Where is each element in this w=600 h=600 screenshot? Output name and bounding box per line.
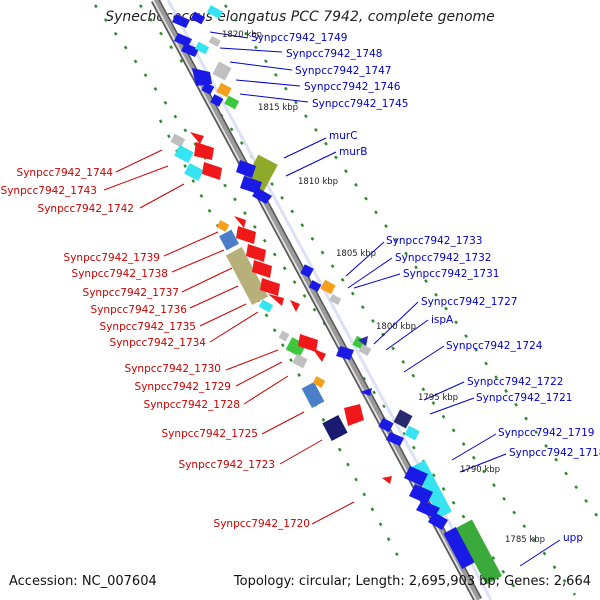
- gene-label: upp: [563, 532, 583, 544]
- gene-label: Synpcc7942_1720: [214, 518, 310, 530]
- gene-label: Synpcc7942_1724: [446, 340, 543, 352]
- gene-label: Synpcc7942_1746: [304, 81, 401, 93]
- gene-label: Synpcc7942_1735: [100, 321, 196, 333]
- gene-label: Synpcc7942_1738: [72, 268, 168, 280]
- gene-label: Synpcc7942_1721: [476, 392, 572, 404]
- gene-label: Synpcc7942_1742: [38, 203, 134, 215]
- gene-label: Synpcc7942_1749: [251, 32, 347, 44]
- gene-label: Synpcc7942_1734: [110, 337, 207, 349]
- gene-label: Synpcc7942_1718: [509, 447, 600, 459]
- guide-lines: [93, 4, 600, 596]
- gene-label: Synpcc7942_1744: [17, 167, 114, 179]
- gene-label: Synpcc7942_1719: [498, 427, 594, 439]
- gene-label: Synpcc7942_1728: [144, 399, 240, 411]
- gene-label: Synpcc7942_1722: [467, 376, 563, 388]
- genome-summary-text: Topology: circular; Length: 2,695,903 bp…: [233, 574, 591, 589]
- scale-label: 1820 kbp: [222, 30, 262, 40]
- scale-label: 1805 kbp: [336, 249, 376, 259]
- gene-label: Synpcc7942_1732: [395, 252, 491, 264]
- forward-strand-genes: [172, 5, 502, 585]
- gene-label: Synpcc7942_1730: [125, 363, 221, 375]
- scale-label: 1790 kbp: [460, 465, 500, 475]
- leader-lines-right: [209, 31, 561, 567]
- gene-label: Synpcc7942_1739: [64, 252, 160, 264]
- gene-label: Synpcc7942_1729: [135, 381, 231, 393]
- gene-label: Synpcc7942_1737: [83, 287, 179, 299]
- gene-label: Synpcc7942_1731: [403, 268, 499, 280]
- gene-label: murB: [339, 146, 367, 158]
- scale-label: 1785 kbp: [505, 535, 545, 545]
- gene-label: Synpcc7942_1736: [91, 304, 188, 316]
- gene-label: murC: [329, 130, 358, 142]
- gene-label: Synpcc7942_1733: [386, 235, 482, 247]
- gene-labels-right: Synpcc7942_1749 Synpcc7942_1748 Synpcc79…: [251, 32, 600, 544]
- scale-label: 1815 kbp: [258, 103, 298, 113]
- gene-label: Synpcc7942_1745: [312, 98, 408, 110]
- scale-labels: 1820 kbp 1815 kbp 1810 kbp 1805 kbp 1800…: [222, 30, 545, 545]
- gene-label: Synpcc7942_1748: [286, 48, 382, 60]
- scale-label: 1800 kbp: [376, 322, 416, 332]
- reverse-strand-genes: [170, 132, 392, 484]
- gene-labels-left: Synpcc7942_1744 Synpcc7942_1743 Synpcc79…: [1, 167, 310, 530]
- gene-label: Synpcc7942_1747: [295, 65, 391, 77]
- gene-label: ispA: [431, 314, 454, 326]
- gene-label: Synpcc7942_1723: [179, 459, 275, 471]
- accession-text: Accession: NC_007604: [9, 574, 157, 589]
- gene-label: Synpcc7942_1727: [421, 296, 517, 308]
- scale-label: 1810 kbp: [298, 177, 338, 187]
- scale-label: 1795 kbp: [418, 393, 458, 403]
- gene-label: Synpcc7942_1743: [1, 185, 97, 197]
- gene-label: Synpcc7942_1725: [162, 428, 258, 440]
- leader-lines-left: [103, 149, 355, 525]
